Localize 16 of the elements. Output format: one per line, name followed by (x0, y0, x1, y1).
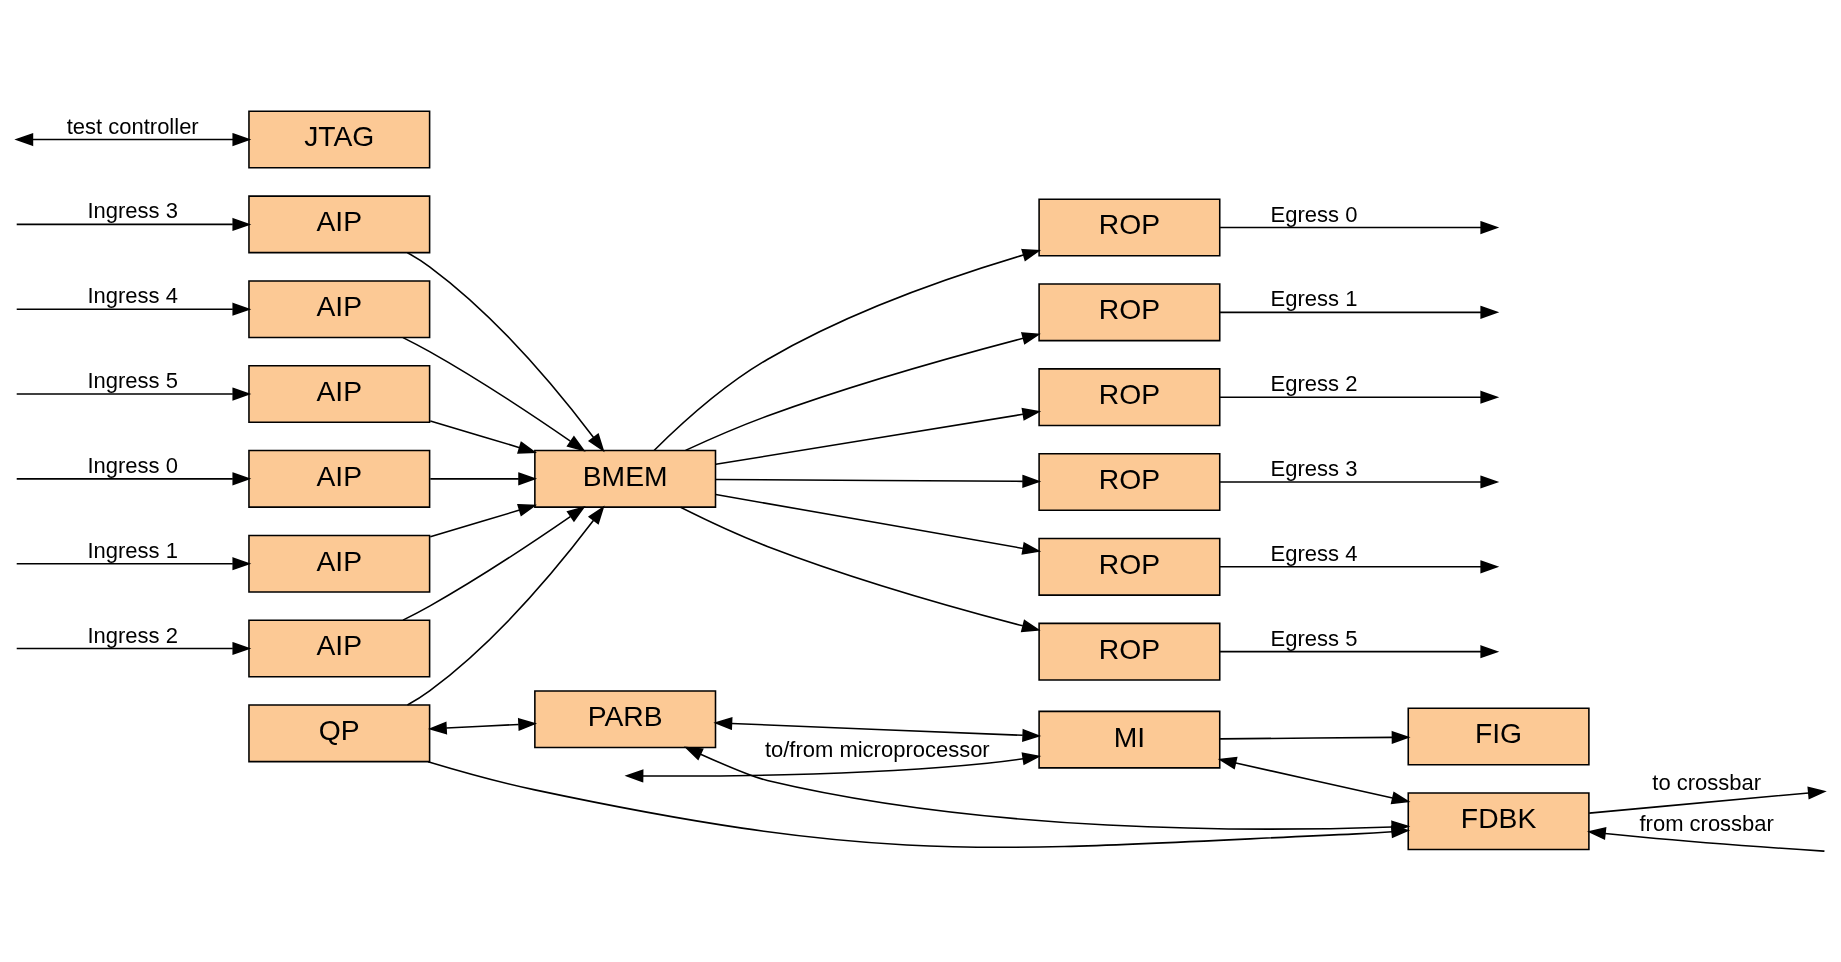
edge-label: to crossbar (1652, 769, 1762, 795)
edge-label: test controller (66, 113, 199, 139)
edge-label: Egress 4 (1270, 540, 1358, 566)
edge-label: Ingress 4 (87, 282, 178, 308)
edge-label: to/from microprocessor (764, 736, 990, 762)
edge-label: Ingress 1 (87, 537, 178, 563)
edge-label: Egress 2 (1270, 370, 1358, 396)
edge-label: Ingress 3 (87, 197, 178, 223)
edge-label: Ingress 0 (87, 452, 178, 478)
edge-label: Egress 5 (1270, 625, 1358, 651)
edge-label: Egress 1 (1270, 285, 1358, 311)
edge-label: Ingress 5 (87, 367, 178, 393)
edge-label: Egress 3 (1270, 455, 1358, 481)
edge-label: Egress 0 (1270, 201, 1358, 227)
edge-label: Ingress 2 (87, 622, 178, 648)
edge-label: from crossbar (1639, 810, 1774, 836)
